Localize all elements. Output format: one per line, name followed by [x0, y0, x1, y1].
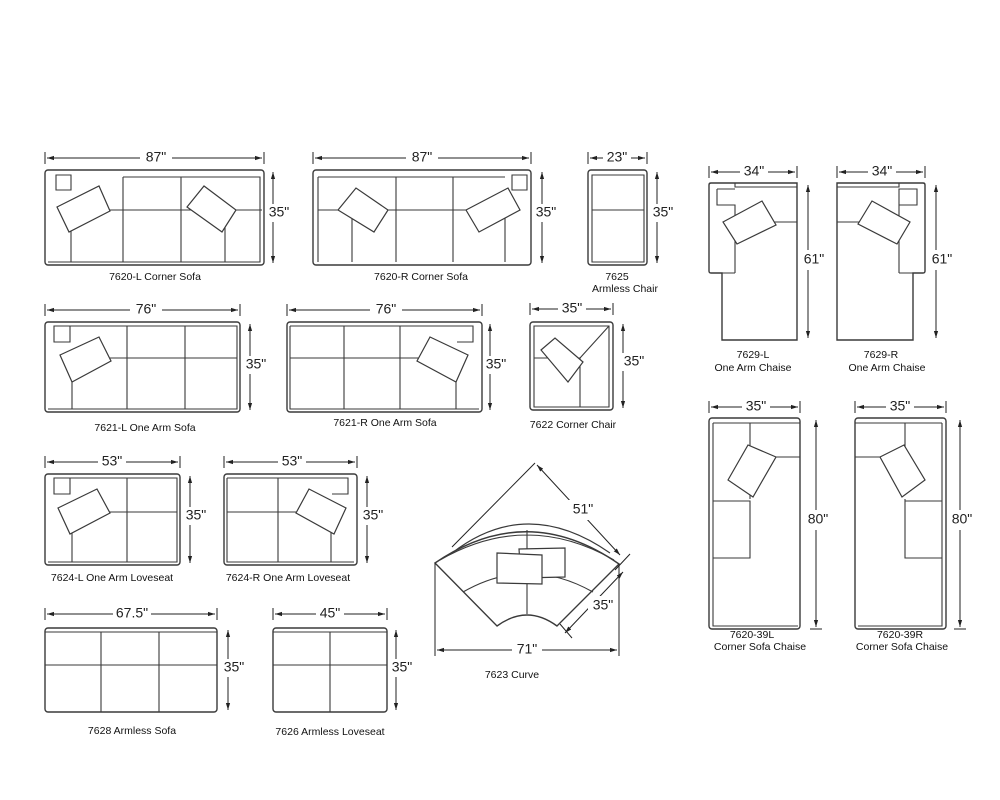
depth-label: 35" [392, 659, 413, 675]
depth-dimension: 35" [620, 324, 648, 408]
width-label: 53" [102, 453, 123, 469]
piece-7629-l-one-arm-chaise: 34" 61" 7629-L One Arm Chaise [708, 163, 830, 374]
width-label: 35" [562, 300, 583, 316]
width-label: 23" [607, 149, 628, 165]
depth-dimension: 61" [802, 185, 830, 338]
piece-7628-armless-sofa: 67.5" 35" 7628 Armless Sofa [44, 605, 247, 737]
depth-label: 35" [536, 204, 557, 220]
depth-dimension: 35" [183, 476, 209, 563]
width-dimension: 34" [708, 163, 798, 180]
depth-dimension: 35" [221, 630, 247, 710]
depth-dimension: 35" [266, 172, 292, 263]
depth-dimension: 35" [559, 571, 624, 639]
width-dimension: 76" [44, 301, 241, 318]
piece-7624-l-one-arm-loveseat: 53" 35" 7624-L One Arm Loveseat [44, 453, 209, 584]
piece-7621-r-one-arm-sofa: 76" 35" 7621-R One Arm Sofa [286, 301, 509, 429]
piece-label: 7620-39L [730, 629, 775, 641]
piece-label: 7623 Curve [485, 669, 539, 681]
side-label: 51" [573, 501, 594, 517]
piece-sublabel: Corner Sofa Chaise [856, 641, 948, 653]
depth-label: 35" [653, 204, 674, 220]
width-dimension: 23" [587, 149, 648, 166]
depth-dimension: 35" [389, 630, 415, 710]
width-dimension: 53" [223, 453, 358, 470]
piece-label: 7629-R [864, 349, 899, 361]
width-label: 35" [746, 398, 767, 414]
depth-label: 80" [952, 511, 973, 527]
depth-dimension: 35" [650, 172, 676, 263]
depth-dimension: 35" [243, 324, 269, 410]
depth-dimension: 35" [483, 324, 509, 410]
width-label: 34" [872, 163, 893, 179]
piece-label: 7628 Armless Sofa [88, 725, 176, 737]
piece-7620-39r-corner-sofa-chaise: 35" 80" 7620-39R Corner Sofa Chaise [854, 398, 976, 653]
piece-7620-l-corner-sofa: 87" 35" 7620-L Corner Sofa [44, 149, 292, 283]
depth-label: 35" [486, 356, 507, 372]
depth-label: 35" [593, 597, 614, 613]
depth-dimension: 80" [948, 420, 976, 630]
piece-7623-curve: 51" 35" 71" 7623 Curve [433, 462, 631, 681]
piece-label: 7629-L [737, 349, 770, 361]
depth-label: 35" [269, 204, 290, 220]
piece-label: 7621-L One Arm Sofa [94, 422, 195, 434]
width-dimension: 53" [44, 453, 181, 470]
piece-7620-39l-corner-sofa-chaise: 35" 80" 7620-39L Corner Sofa Chaise [708, 398, 832, 653]
piece-sublabel: One Arm Chaise [848, 362, 925, 374]
depth-label: 35" [186, 507, 207, 523]
width-label: 35" [890, 398, 911, 414]
depth-dimension: 35" [360, 476, 386, 563]
width-dimension: 35" [529, 300, 614, 317]
width-dimension: 76" [286, 301, 483, 318]
width-dimension: 87" [312, 149, 532, 166]
width-dimension: 71" [434, 563, 620, 659]
depth-label: 80" [808, 511, 829, 527]
width-dimension: 67.5" [44, 605, 218, 622]
width-label: 45" [320, 605, 341, 621]
piece-label: 7620-R Corner Sofa [374, 271, 468, 283]
width-label: 76" [376, 301, 397, 317]
width-label: 71" [517, 641, 538, 657]
piece-7622-corner-chair: 35" 35" 7622 Corner Chair [529, 300, 648, 431]
width-dimension: 35" [708, 398, 801, 415]
depth-dimension: 35" [533, 172, 559, 263]
piece-label: 7624-L One Arm Loveseat [51, 572, 173, 584]
depth-label: 35" [224, 659, 245, 675]
piece-label: 7626 Armless Loveseat [275, 726, 384, 738]
depth-label: 35" [246, 356, 267, 372]
side-dimension: 51" [536, 464, 631, 571]
depth-label: 61" [804, 251, 825, 267]
width-label: 87" [412, 149, 433, 165]
width-label: 87" [146, 149, 167, 165]
piece-label: 7625 [605, 271, 629, 283]
piece-7629-r-one-arm-chaise: 34" 61" 7629-R One Arm Chaise [836, 163, 958, 374]
depth-dimension: 80" [804, 420, 832, 630]
depth-label: 35" [363, 507, 384, 523]
width-label: 67.5" [116, 605, 148, 621]
width-label: 34" [744, 163, 765, 179]
piece-sublabel: Corner Sofa Chaise [714, 641, 806, 653]
width-dimension: 87" [44, 149, 265, 166]
width-label: 53" [282, 453, 303, 469]
width-label: 76" [136, 301, 157, 317]
piece-7624-r-one-arm-loveseat: 53" 35" 7624-R One Arm Loveseat [223, 453, 386, 584]
width-dimension: 34" [836, 163, 926, 180]
piece-label: 7622 Corner Chair [530, 419, 617, 431]
piece-7621-l-one-arm-sofa: 76" 35" 7621-L One Arm Sofa [44, 301, 269, 434]
piece-label: 7621-R One Arm Sofa [333, 417, 436, 429]
piece-7625-armless-chair: 23" 35" 7625 Armless Chair [587, 149, 676, 295]
piece-7626-armless-loveseat: 45" 35" 7626 Armless Loveseat [272, 605, 415, 738]
width-dimension: 45" [272, 605, 388, 622]
width-dimension: 35" [854, 398, 947, 415]
piece-sublabel: Armless Chair [592, 283, 658, 295]
piece-sublabel: One Arm Chaise [714, 362, 791, 374]
piece-label: 7620-39R [877, 629, 924, 641]
depth-dimension: 61" [930, 185, 958, 338]
piece-label: 7620-L Corner Sofa [109, 271, 201, 283]
piece-label: 7624-R One Arm Loveseat [226, 572, 350, 584]
depth-label: 35" [624, 353, 645, 369]
depth-label: 61" [932, 251, 953, 267]
piece-7620-r-corner-sofa: 87" 35" 7620-R Corner Sofa [312, 149, 559, 283]
